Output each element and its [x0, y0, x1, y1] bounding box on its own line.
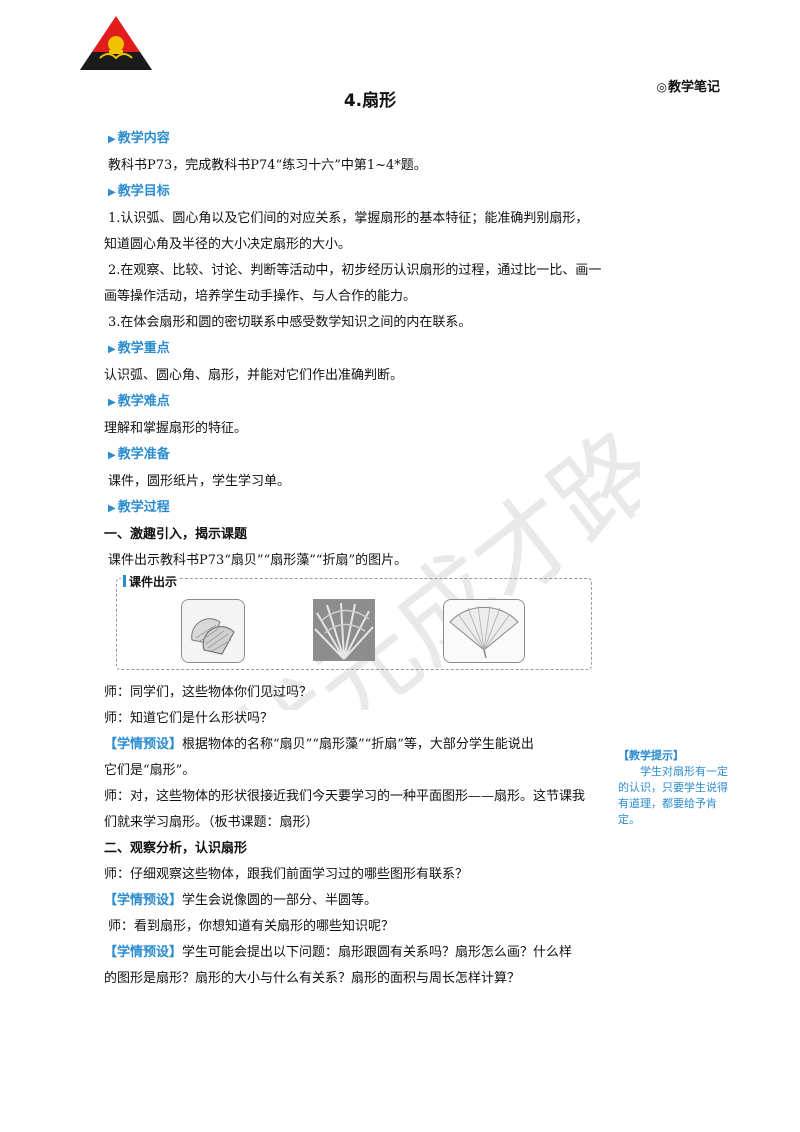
- goal-2b: 画等操作活动，培养学生动手操作、与人合作的能力。: [104, 289, 417, 304]
- preset-3a: 【学情预设】学生可能会提出以下问题：扇形跟圆有关系吗？扇形怎么画？什么样: [104, 945, 573, 960]
- preset-1b: 它们是“扇形”。: [104, 763, 196, 778]
- page-title: 4.扇形: [343, 91, 397, 111]
- goal-1b: 知道圆心角及半径的大小决定扇形的大小。: [104, 237, 352, 252]
- courseware-label: 课件出示: [121, 573, 180, 590]
- teaching-tip-title: 【教学提示】: [618, 749, 684, 762]
- preset-tag: 【学情预设】: [104, 893, 183, 908]
- scallop-icon: [182, 600, 244, 662]
- teacher-line-2: 师：知道它们是什么形状吗？: [104, 711, 274, 726]
- teaching-tip-body: 学生对扇形有一定的认识，只要学生说得有道理，都要给予肯定。: [618, 765, 728, 826]
- preset-2: 【学情预设】学生会说像圆的一部分、半圆等。: [104, 893, 378, 908]
- section-head-goal: ▶教学目标: [108, 184, 170, 199]
- preset-3b: 的图形是扇形？扇形的大小与什么有关系？扇形的面积与周长怎样计算？: [104, 971, 521, 986]
- teacher-line-4: 师：仔细观察这些物体，跟我们前面学习过的哪些图形有联系？: [104, 867, 469, 882]
- part2-head: 二、观察分析，认识扇形: [104, 841, 248, 856]
- part1-head: 一、激趣引入，揭示课题: [104, 527, 248, 542]
- goal-1a: 1.认识弧、圆心角以及它们间的对应关系，掌握扇形的基本特征；能准确判别扇形，: [108, 211, 589, 226]
- fan-algae-icon: [313, 599, 375, 661]
- part1-body: 课件出示教科书P73“扇贝”“扇形藻”“折扇”的图片。: [108, 553, 408, 568]
- scallop-image: [181, 599, 245, 663]
- prep-body: 课件，圆形纸片，学生学习单。: [108, 474, 291, 489]
- content-body: 教科书P73，完成教科书P74“练习十六”中第1~4*题。: [108, 158, 427, 173]
- section-head-difficulty: ▶教学难点: [108, 394, 170, 409]
- courseware-box: 课件出示: [116, 573, 592, 670]
- side-title: ◎教学笔记: [656, 80, 721, 95]
- section-head-prep: ▶教学准备: [108, 447, 170, 462]
- goal-2a: 2.在观察、比较、讨论、判断等活动中，初步经历认识扇形的过程，通过比一比、画一: [108, 263, 602, 278]
- lesson-content: ▶教学内容 教科书P73，完成教科书P74“练习十六”中第1~4*题。 ▶教学目…: [104, 126, 612, 992]
- logo: [78, 14, 154, 72]
- difficulty-body: 理解和掌握扇形的特征。: [104, 421, 248, 436]
- folding-fan-icon: [444, 600, 524, 662]
- teacher-line-1: 师：同学们，这些物体你们见过吗？: [104, 685, 313, 700]
- fan-algae-image: [313, 599, 375, 661]
- teacher-line-5: 师：看到扇形，你想知道有关扇形的哪些知识呢？: [108, 919, 395, 934]
- preset-tag: 【学情预设】: [104, 737, 183, 752]
- teaching-tip: 【教学提示】 学生对扇形有一定的认识，只要学生说得有道理，都要给予肯定。: [618, 748, 734, 828]
- section-head-process: ▶教学过程: [108, 500, 170, 515]
- section-head-key: ▶教学重点: [108, 341, 170, 356]
- teacher-line-3b: 们就来学习扇形。（板书课题：扇形）: [104, 815, 319, 830]
- folding-fan-image: [443, 599, 525, 663]
- teacher-line-3a: 师：对，这些物体的形状很接近我们今天要学习的一种平面图形——扇形。这节课我: [104, 789, 586, 804]
- preset-1a: 【学情预设】根据物体的名称“扇贝”“扇形藻”“折扇”等，大部分学生能说出: [104, 737, 534, 752]
- section-head-content: ▶教学内容: [108, 131, 170, 146]
- logo-emblem-icon: [80, 16, 152, 70]
- goal-3: 3.在体会扇形和圆的密切联系中感受数学知识之间的内在联系。: [108, 315, 472, 330]
- preset-tag: 【学情预设】: [104, 945, 183, 960]
- key-body: 认识弧、圆心角、扇形，并能对它们作出准确判断。: [104, 368, 404, 383]
